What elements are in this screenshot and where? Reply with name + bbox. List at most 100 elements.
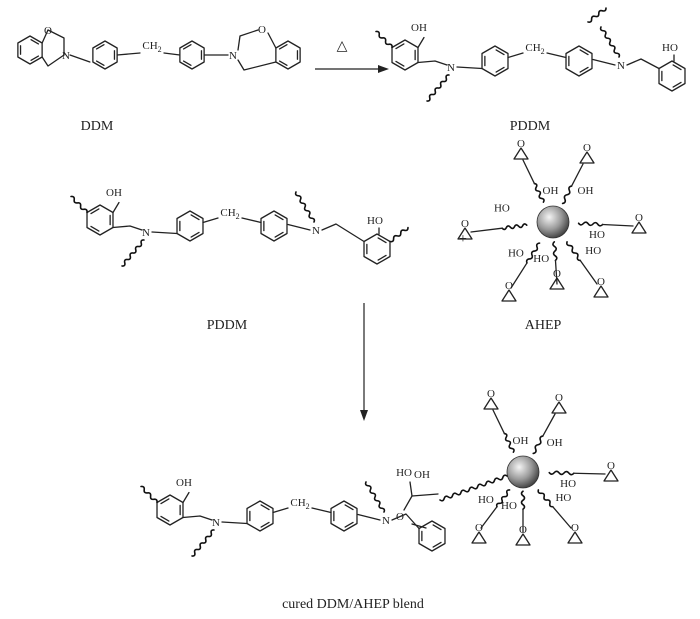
bond [456,66,483,70]
bond [47,29,65,56]
ahep-epoxide [483,397,499,410]
bond [163,52,181,56]
epoxide-oxygen: O [519,524,527,536]
ahep-epoxide [549,277,565,290]
label-pddm-top: PDDM [510,119,551,134]
polymer-chain-n-left [191,529,215,557]
label-ddm: DDM [81,119,114,134]
ahep-arm-chain [520,490,526,510]
crosslink-chain [439,474,508,502]
double-bond [260,504,270,511]
bond [357,513,381,521]
double-bond [344,521,354,528]
ahep-core-sphere [536,205,570,239]
double-bond [182,60,192,66]
ahep-core-sphere [506,455,540,489]
hydroxyl-label-right: HO [367,215,383,227]
double-bond [95,44,105,50]
ahep-epoxide [513,147,529,160]
ahep-hydroxyl-label: OH [578,185,594,197]
phenylene-ring-left [481,45,509,77]
bond [470,227,503,233]
benzoxazine-benzene-left [17,35,43,65]
label-ahep: AHEP [525,318,562,333]
bond [391,513,420,530]
nitrogen-atom-right: N [382,515,390,527]
epoxide-oxygen: O [487,388,495,400]
polymer-chain-n-right [599,26,621,58]
polymer-chain-left [70,195,88,214]
ahep-hydroxyl-label: OH [513,435,529,447]
bond [409,481,413,497]
ahep-hydroxyl-label: HO [533,253,549,265]
ahep-arm-chain [533,182,545,203]
bond [182,491,190,504]
double-bond [579,66,589,73]
double-bond [278,60,288,66]
heat-reaction-arrow: △ [315,39,389,73]
ahep-arm-chain [503,432,515,453]
ahep-arm-chain [548,470,575,476]
bond [510,262,528,289]
polymer-chain-n-right [294,191,316,223]
phenylene-ring-right [565,45,593,77]
bridge-ch2: CH2 [290,497,309,511]
ahep-arm-chain [501,223,528,231]
double-bond [160,498,170,505]
ahep-epoxide [567,531,583,544]
ahep-hydroxyl-label: HO [508,247,524,259]
bond [579,259,598,285]
double-bond [395,60,405,67]
ahep-epoxide [593,285,609,298]
bond [492,409,506,435]
ahep-arm-chain [577,221,604,227]
ahep-arm-chain [525,242,541,264]
hydroxyl-label-left: OH [411,22,427,34]
cure-arrow [360,303,368,421]
bond [267,32,277,49]
ahep-hydroxyl-label: HO [478,494,494,506]
phenylene-ring-right [260,210,288,242]
ahep-epoxide [471,531,487,544]
heat-symbol: △ [337,39,348,54]
epoxide-oxygen: O [607,460,615,472]
phenylene-ring-left [246,500,274,532]
ahep-arm-chain [561,185,573,205]
bridge-ch2: CH2 [220,207,239,221]
polymer-chain-n-right [364,481,386,513]
ahep-hydroxyl-label: HO [589,229,605,241]
bond [522,159,536,185]
hydroxyl-label-left: OH [176,477,192,489]
double-bond [274,231,284,238]
phenol-ring-right [418,520,446,552]
phenol-ring-left [156,494,184,526]
bond [112,225,143,231]
bond [321,223,365,243]
double-bond [432,524,442,531]
ahep-epoxide [551,401,567,414]
bond [221,521,248,525]
bond [554,259,558,285]
nitrogen-atom-left: N [142,227,150,239]
plus-sign: + [459,232,467,247]
cured-hydroxyl-ch2oh: HO [396,467,412,479]
ddm-ch2: CH2 [142,40,161,54]
ahep-arm-chain [495,489,511,508]
label-cured-blend: cured DDM/AHEP blend [282,597,424,612]
bond [241,217,262,224]
phenol-ring-right [658,60,686,92]
bond [480,506,498,529]
double-bond [395,43,405,50]
ahep-arm-chain [566,241,582,262]
bond [417,36,425,49]
epoxide-oxygen: O [461,218,469,230]
bond [546,52,567,59]
bond [237,29,259,51]
epoxide-oxygen: O [571,522,579,534]
double-bond [278,44,288,50]
bond [403,493,439,511]
nitrogen-atom-left: N [212,517,220,529]
epoxide-oxygen: O [583,142,591,154]
